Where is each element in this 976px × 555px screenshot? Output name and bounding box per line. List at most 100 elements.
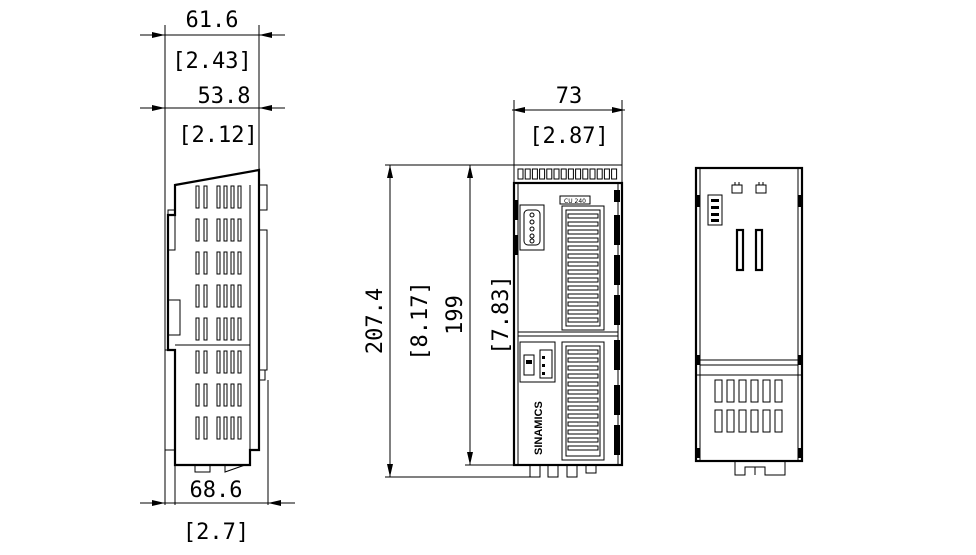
vent-slot	[738, 409, 747, 433]
terminal-pin	[524, 168, 531, 180]
dim-68-6: 68.6	[190, 478, 243, 503]
vent-slot	[230, 350, 235, 374]
vent-slot	[750, 409, 759, 433]
vent-slot	[223, 383, 228, 407]
terminal-row	[567, 389, 599, 395]
dim-73: 73	[556, 84, 583, 109]
vent-slot	[726, 409, 735, 433]
vent-slot	[216, 284, 221, 308]
dim-2-7: [2.7]	[183, 520, 249, 545]
vent-slot	[750, 379, 759, 403]
dim-2-12: [2.12]	[178, 123, 257, 148]
dim-53-8: 53.8	[198, 84, 251, 109]
vent-slot	[216, 218, 221, 242]
terminal-row	[567, 421, 599, 427]
vent-slot	[230, 284, 235, 308]
terminal-pin	[553, 168, 560, 180]
terminal-row	[567, 365, 599, 371]
vent-slot	[195, 284, 200, 308]
vent-slot	[774, 409, 783, 433]
vent-slot	[230, 416, 235, 440]
terminal-row	[567, 253, 599, 259]
terminal-pin	[560, 168, 567, 180]
vent-slot	[223, 284, 228, 308]
terminal-pin	[596, 168, 603, 180]
terminal-row	[567, 269, 599, 275]
vent-slot	[216, 317, 221, 341]
terminal-pin	[603, 168, 610, 180]
vent-slot	[237, 416, 242, 440]
vent-slot	[774, 379, 783, 403]
vent-slot	[223, 416, 228, 440]
terminal-row	[567, 349, 599, 355]
terminal-row	[567, 309, 599, 315]
terminal-row	[567, 261, 599, 267]
vent-slot	[195, 383, 200, 407]
vent-slot	[237, 251, 242, 275]
terminal-pin	[539, 168, 546, 180]
vent-slot	[223, 317, 228, 341]
vent-slot	[203, 383, 208, 407]
terminal-pin	[575, 168, 582, 180]
vent-slot	[203, 218, 208, 242]
terminal-row	[567, 301, 599, 307]
terminal-row	[567, 429, 599, 435]
terminal-row	[567, 373, 599, 379]
terminal-row	[567, 237, 599, 243]
terminal-row	[567, 221, 599, 227]
vent-slot	[230, 383, 235, 407]
vent-slot	[195, 317, 200, 341]
vent-slot	[216, 416, 221, 440]
vent-slot	[203, 251, 208, 275]
rear-view	[694, 166, 804, 476]
terminal-row	[567, 285, 599, 291]
terminal-pin	[589, 168, 596, 180]
vent-slot	[216, 383, 221, 407]
front-view: CU 240 SINAMICS 73	[363, 84, 625, 478]
vent-slot	[762, 379, 771, 403]
vent-slot	[195, 185, 200, 209]
vent-slot	[223, 185, 228, 209]
terminal-row	[567, 229, 599, 235]
module-label: CU 240	[564, 198, 586, 205]
terminal-row	[567, 213, 599, 219]
vent-slot	[223, 350, 228, 374]
vent-slot	[237, 284, 242, 308]
vent-slot	[726, 379, 735, 403]
vent-slot	[203, 185, 208, 209]
vent-slot	[237, 317, 242, 341]
terminal-pin	[517, 168, 524, 180]
vent-slot	[195, 416, 200, 440]
dim-8-17: [8.17]	[408, 281, 433, 360]
dim-207-4: 207.4	[363, 288, 388, 354]
vent-slot	[237, 383, 242, 407]
terminal-row	[567, 317, 599, 323]
terminal-pin	[611, 168, 618, 180]
vent-slot	[203, 284, 208, 308]
vent-slot	[203, 350, 208, 374]
terminal-row	[567, 277, 599, 283]
vent-slot	[223, 251, 228, 275]
vent-slot	[230, 218, 235, 242]
dim-199: 199	[443, 295, 468, 335]
vent-slot	[237, 185, 242, 209]
vent-slot	[230, 185, 235, 209]
vent-slot	[223, 218, 228, 242]
terminal-pin	[531, 168, 538, 180]
terminal-row	[567, 397, 599, 403]
vent-slot	[237, 218, 242, 242]
vent-slot	[714, 379, 723, 403]
terminal-pin	[582, 168, 589, 180]
vent-slot	[230, 317, 235, 341]
vent-slot	[203, 416, 208, 440]
vent-slot	[216, 185, 221, 209]
dim-2-43: [2.43]	[172, 49, 251, 74]
terminal-row	[567, 357, 599, 363]
side-view: 61.6 [2.43] 53.8 [2.12] 68.6 [2.7]	[140, 8, 295, 545]
terminal-pin	[567, 168, 574, 180]
vent-slot	[216, 350, 221, 374]
terminal-row	[567, 437, 599, 443]
dim-2-87: [2.87]	[529, 124, 608, 149]
vent-slot	[230, 251, 235, 275]
